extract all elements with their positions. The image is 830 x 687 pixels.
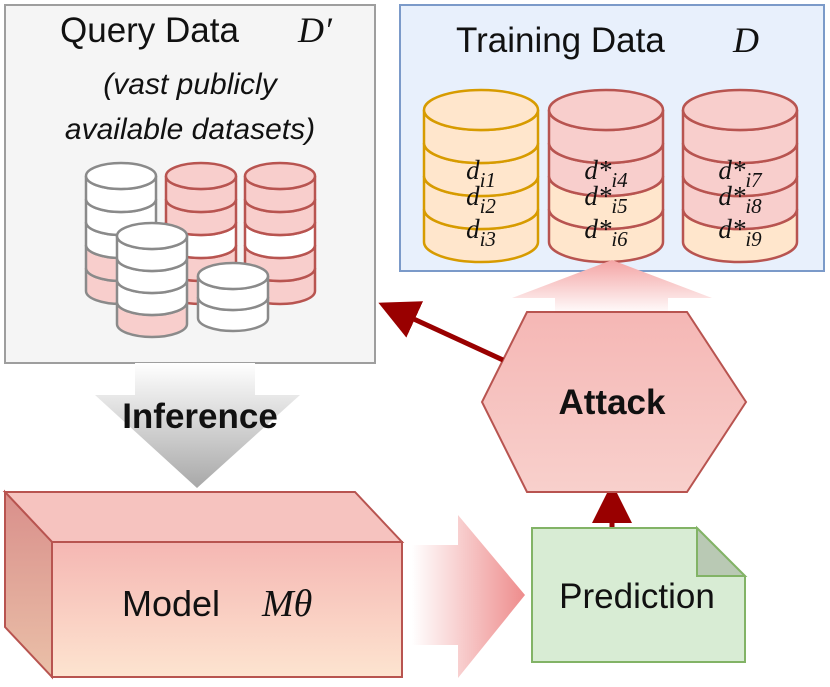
inference-arrow: Inference [95, 363, 300, 488]
record-label: d*i6 [584, 214, 628, 251]
record-label: di3 [466, 214, 496, 251]
training-database-icon [547, 88, 665, 264]
query-data-subtitle-line1: (vast publicly [103, 68, 278, 101]
record-label: d*i4 [584, 155, 628, 192]
query-database-icons [84, 161, 317, 339]
model-symbol: Mθ [261, 583, 312, 625]
record-label: d*i8 [718, 181, 762, 218]
record-label: di2 [466, 181, 496, 218]
query-data-title: Query Data [60, 11, 239, 50]
training-database-icon [681, 88, 799, 264]
inference-label: Inference [122, 397, 278, 436]
training-database-icon [422, 88, 540, 264]
record-label: d*i7 [718, 155, 763, 192]
database-icon [243, 161, 317, 306]
query-data-subtitle-line2: available datasets) [65, 113, 315, 146]
model-label: Model [122, 583, 220, 624]
record-label: d*i5 [584, 181, 627, 218]
prediction-label: Prediction [559, 577, 715, 616]
model-block: Model Mθ [2, 489, 405, 680]
query-data-box: Query Data D′ (vast publicly available d… [4, 4, 376, 364]
attack-to-query-arrow [378, 301, 505, 363]
attack-label: Attack [559, 383, 667, 422]
training-data-symbol: D [732, 20, 759, 60]
attack-hexagon: Attack [480, 311, 748, 493]
training-data-title: Training Data [456, 21, 665, 60]
model-to-prediction-arrow [412, 515, 525, 678]
query-data-symbol: D′ [297, 10, 333, 50]
record-label: d*i9 [718, 214, 762, 251]
database-icon [115, 221, 189, 339]
record-label: di1 [466, 155, 496, 192]
database-icon [196, 261, 270, 333]
attack-to-training-arrow [512, 260, 712, 315]
prediction-document: Prediction [531, 525, 748, 663]
